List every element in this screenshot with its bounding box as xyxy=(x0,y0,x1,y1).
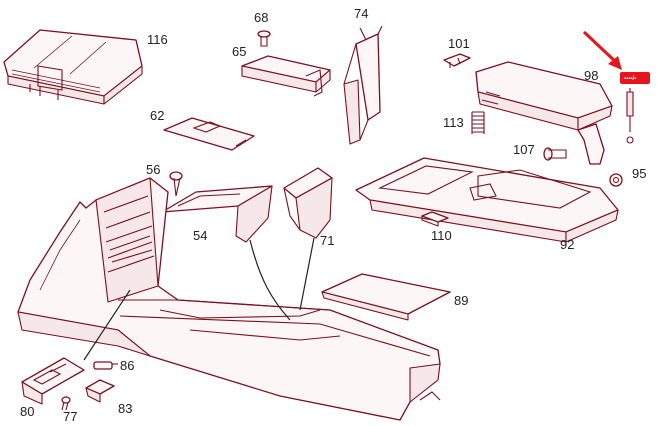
part-68-screw[interactable] xyxy=(257,30,271,47)
part-56-screw[interactable] xyxy=(169,171,183,197)
part-89-mat[interactable] xyxy=(321,273,451,321)
leader-80 xyxy=(83,289,131,361)
callout-68: 68 xyxy=(254,10,268,25)
callout-89: 89 xyxy=(454,293,468,308)
part-gas-strut[interactable] xyxy=(626,88,634,144)
callout-98: 98 xyxy=(584,68,598,83)
highlight-badge-text: ▪▪▪▪/▪ xyxy=(624,76,636,82)
callout-92: 92 xyxy=(560,237,574,252)
callout-107: 107 xyxy=(513,142,535,157)
callout-83: 83 xyxy=(118,401,132,416)
callout-65: 65 xyxy=(232,44,246,59)
callout-101: 101 xyxy=(448,36,470,51)
callout-86: 86 xyxy=(120,358,134,373)
part-113-spring[interactable] xyxy=(471,111,485,134)
callout-110: 110 xyxy=(431,228,452,243)
callout-71: 71 xyxy=(320,233,334,248)
callout-54: 54 xyxy=(193,228,207,243)
part-95-nut[interactable] xyxy=(609,173,623,187)
callout-77: 77 xyxy=(63,409,77,424)
part-center-console[interactable] xyxy=(17,177,441,421)
part-110-clip[interactable] xyxy=(421,211,449,227)
highlight-marker: ▪▪▪▪/▪ xyxy=(582,30,650,84)
callout-113: 113 xyxy=(443,115,464,130)
part-77-screw[interactable] xyxy=(61,396,71,411)
leader-71 xyxy=(299,237,315,311)
part-107-bolt[interactable] xyxy=(543,147,567,161)
part-116-storage-box[interactable] xyxy=(3,29,143,105)
callout-62: 62 xyxy=(150,108,164,123)
part-62-plate[interactable] xyxy=(163,117,255,151)
part-83-switch[interactable] xyxy=(85,379,115,403)
leader-54 xyxy=(249,239,291,321)
part-86-bulb[interactable] xyxy=(93,361,118,370)
callout-95: 95 xyxy=(632,166,646,181)
callout-56: 56 xyxy=(146,162,160,177)
part-92-console-cover[interactable] xyxy=(355,157,619,243)
part-65-tray-box[interactable] xyxy=(241,55,331,97)
part-54-tray[interactable] xyxy=(161,185,273,243)
part-74-bracket[interactable] xyxy=(343,25,383,145)
callout-116: 116 xyxy=(147,32,168,47)
callout-74: 74 xyxy=(354,6,368,21)
part-101-latch[interactable] xyxy=(443,53,471,68)
part-98-armrest-lid[interactable] xyxy=(475,61,613,165)
part-71-holder[interactable] xyxy=(283,167,333,239)
part-80-switch-block[interactable] xyxy=(21,357,85,405)
callout-80: 80 xyxy=(20,404,34,419)
